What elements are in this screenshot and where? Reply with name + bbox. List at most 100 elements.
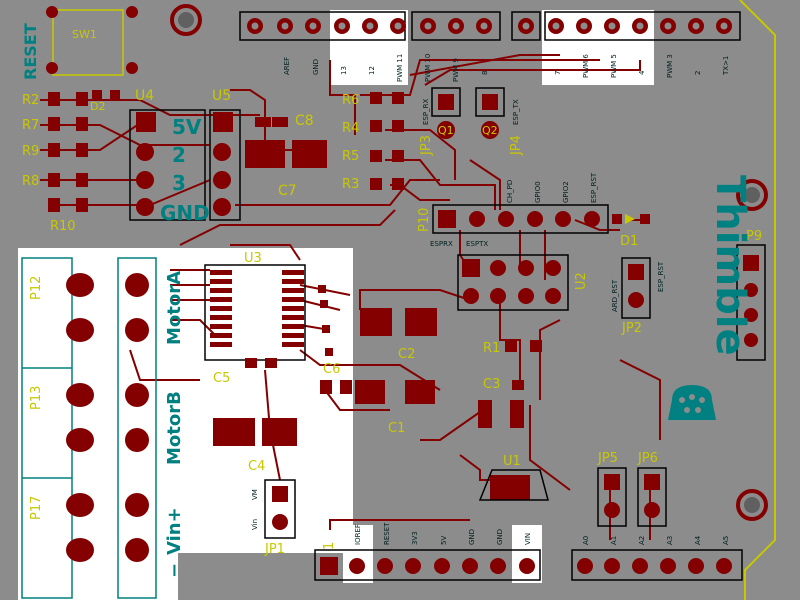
u3-pads bbox=[210, 270, 333, 356]
jp5-pad bbox=[604, 502, 620, 518]
board-outline bbox=[739, 0, 776, 600]
mounting-hole bbox=[744, 187, 760, 203]
svg-text:PWM 10: PWM 10 bbox=[424, 54, 432, 82]
svg-text:VIN: VIN bbox=[524, 533, 532, 545]
label-q1: Q1 bbox=[438, 124, 454, 137]
label-r10: R10 bbox=[50, 219, 76, 234]
label-r8: R8 bbox=[22, 174, 39, 189]
label-u3: U3 bbox=[244, 251, 262, 266]
svg-text:7: 7 bbox=[554, 71, 562, 75]
svg-text:A1: A1 bbox=[610, 536, 618, 545]
svg-text:PWM 6: PWM 6 bbox=[582, 54, 590, 78]
jp6-outline bbox=[637, 467, 667, 527]
u2-pads bbox=[462, 259, 561, 304]
d1-pad bbox=[640, 214, 650, 224]
q2-pad bbox=[481, 121, 499, 139]
jp3-outline bbox=[431, 87, 461, 117]
mounting-hole bbox=[178, 12, 194, 28]
label-u1: U1 bbox=[503, 454, 521, 469]
label-jp6: JP6 bbox=[637, 451, 658, 466]
p9-pads bbox=[743, 255, 759, 347]
diode-icon bbox=[625, 214, 635, 224]
label-r3: R3 bbox=[342, 177, 359, 192]
svg-text:3V3: 3V3 bbox=[411, 531, 419, 545]
u4-pads bbox=[136, 112, 233, 216]
label-3: 3 bbox=[172, 171, 186, 195]
jp2-pad bbox=[628, 292, 644, 308]
terminal-pads bbox=[66, 273, 149, 562]
label-vin-plus: Vin+ bbox=[164, 507, 185, 555]
label-u5: U5 bbox=[212, 88, 231, 104]
left-resistor-pads bbox=[48, 90, 120, 212]
label-r4: R4 bbox=[342, 121, 359, 136]
jp4-pad bbox=[482, 94, 498, 110]
jp2-outline bbox=[621, 257, 651, 319]
jp3-pad bbox=[438, 94, 454, 110]
r-group-pads bbox=[370, 92, 404, 190]
cap-pads bbox=[355, 308, 542, 500]
label-u4: U4 bbox=[135, 88, 154, 104]
top-header-holes bbox=[251, 22, 728, 30]
u4-outline bbox=[129, 109, 206, 221]
svg-text:PWM 9: PWM 9 bbox=[452, 58, 460, 82]
label-esp-tx: ESP_TX bbox=[512, 99, 520, 125]
svg-text:GND: GND bbox=[496, 529, 504, 545]
power-header-labels: IOREF RESET 3V3 5V GND GND VIN bbox=[354, 522, 532, 545]
label-esp-rst-jp2: ESP_RST bbox=[657, 261, 665, 292]
label-c1: C1 bbox=[388, 421, 405, 436]
label-c2: C2 bbox=[398, 347, 415, 362]
u2-outline bbox=[457, 254, 569, 311]
label-r1: R1 bbox=[483, 341, 500, 356]
svg-text:4: 4 bbox=[638, 70, 646, 75]
label-p13: P13 bbox=[29, 386, 44, 410]
label-esp-rst: ESP_RST bbox=[590, 172, 598, 203]
svg-text:PWM 3: PWM 3 bbox=[666, 54, 674, 78]
jp4-outline bbox=[475, 87, 505, 117]
mounting-hole bbox=[744, 497, 760, 513]
power-header-outline bbox=[314, 549, 541, 581]
u1-outline bbox=[478, 469, 549, 501]
mounting-hole bbox=[736, 489, 768, 521]
svg-text:A3: A3 bbox=[666, 536, 674, 545]
label-r6: R6 bbox=[342, 93, 359, 108]
label-esprx: ESPRX bbox=[430, 240, 453, 248]
jp6-pad bbox=[644, 474, 660, 490]
label-r7: R7 bbox=[22, 118, 39, 133]
svg-text:RESET: RESET bbox=[383, 522, 391, 545]
analog-header-pads bbox=[577, 558, 732, 574]
label-jp3: JP3 bbox=[419, 135, 434, 156]
q1-pad bbox=[437, 121, 455, 139]
switch-pad bbox=[46, 6, 58, 18]
c4-pads bbox=[213, 418, 297, 446]
analog-header-labels: A0 A1 A2 A3 A4 A5 bbox=[582, 535, 730, 545]
top-header-labels: AREF GND 13 12 PWM 11 PWM 10 PWM 9 8 7 P… bbox=[283, 54, 730, 82]
mounting-hole bbox=[736, 179, 768, 211]
highlight-motor-area-bottom bbox=[18, 553, 178, 600]
label-r5: R5 bbox=[342, 149, 359, 164]
label-c4: C4 bbox=[248, 459, 265, 474]
c8-c7-pads bbox=[245, 117, 327, 168]
jp2-pad bbox=[628, 264, 644, 280]
label-5v: 5V bbox=[172, 115, 202, 139]
label-p12: P12 bbox=[29, 276, 44, 300]
svg-text:IOREF: IOREF bbox=[354, 524, 362, 545]
svg-text:13: 13 bbox=[340, 66, 348, 75]
label-u2: U2 bbox=[574, 272, 589, 290]
svg-text:A4: A4 bbox=[694, 535, 702, 545]
label-jp1: JP1 bbox=[264, 542, 285, 557]
label-esptx: ESPTX bbox=[466, 240, 488, 248]
label-ch-pd: CH_PD bbox=[506, 180, 514, 203]
svg-text:A0: A0 bbox=[582, 536, 590, 545]
svg-text:A2: A2 bbox=[638, 536, 646, 545]
label-p9: P9 bbox=[746, 229, 762, 244]
svg-text:PWM 5: PWM 5 bbox=[610, 54, 618, 78]
p10-pads bbox=[438, 210, 600, 228]
label-p17: P17 bbox=[29, 496, 44, 520]
label-c5: C5 bbox=[213, 371, 230, 386]
switch-outline bbox=[52, 9, 124, 76]
label-d1: D1 bbox=[620, 234, 638, 249]
top-header-left bbox=[239, 11, 741, 41]
mounting-hole bbox=[170, 4, 202, 36]
power-header-pads bbox=[320, 557, 535, 575]
